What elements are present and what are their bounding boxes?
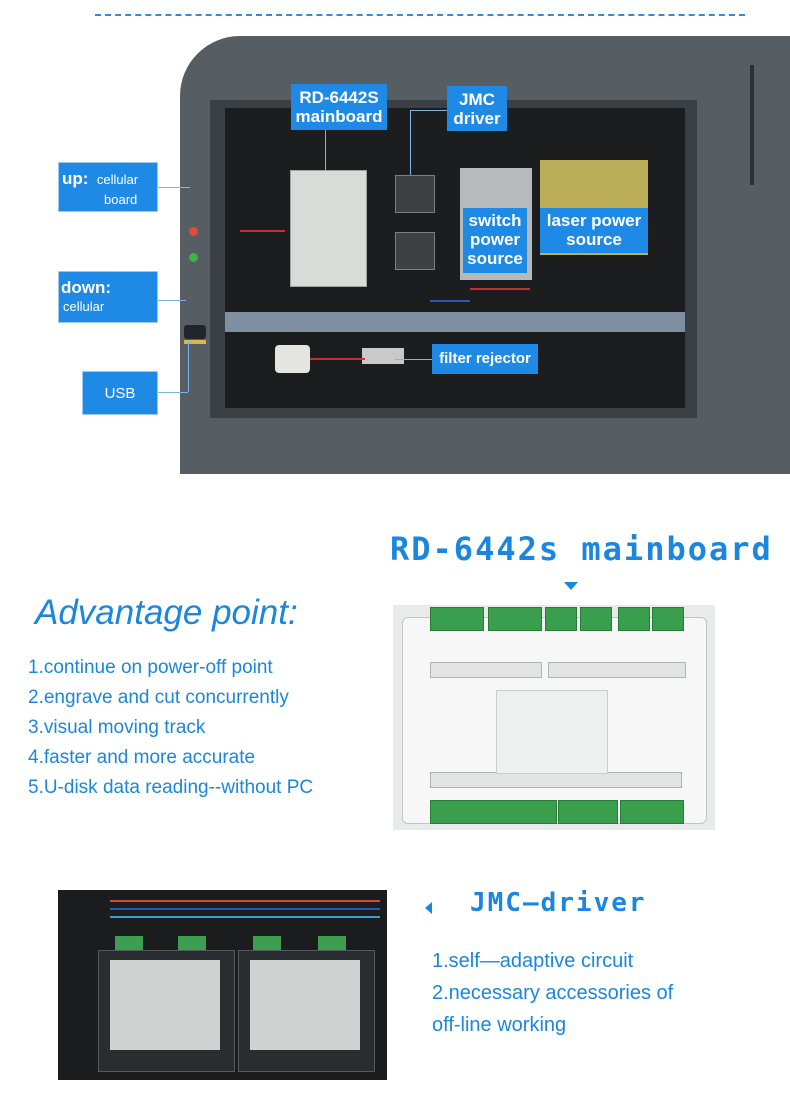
driver-feature-item: 2.necessary accessories of	[432, 982, 674, 1004]
advantage-item: 5.U-disk data reading--without PC	[28, 777, 314, 798]
terminal-connector	[618, 607, 650, 631]
terminal-block-picture	[362, 348, 404, 364]
label-rd-mainboard-line1: RD-6442S	[299, 88, 379, 107]
label-down-board: board	[113, 320, 147, 336]
label-switch-power-line2: power	[469, 230, 521, 250]
driver-feature-list: 1.self—adaptive circuit 2.necessary acce…	[432, 948, 673, 1044]
driver-label-plate	[250, 960, 360, 1050]
label-down-prefix: down:	[61, 278, 112, 297]
jmc-driver-picture-1	[395, 175, 435, 213]
terminal-connector	[620, 800, 684, 824]
leader-line	[188, 340, 189, 392]
wire	[240, 230, 285, 232]
mainboard-section-title: RD-6442s mainboard	[390, 530, 773, 568]
green-led-icon	[189, 253, 198, 262]
wire	[110, 900, 380, 902]
terminal-connector	[558, 800, 618, 824]
driver-connector	[253, 936, 281, 950]
driver-connector	[178, 936, 206, 950]
leader-line	[158, 187, 190, 188]
label-jmc-driver-line2: driver	[453, 109, 501, 129]
leader-line	[395, 359, 432, 360]
rd-mainboard-picture	[290, 170, 367, 287]
label-rd-mainboard-line2: mainboard	[295, 107, 383, 127]
advantage-item: 4.faster and more accurate	[28, 747, 256, 768]
driver-connector	[318, 936, 346, 950]
leader-line	[158, 392, 188, 393]
advantage-item: 3.visual moving track	[28, 717, 206, 738]
label-up-cellular-board: up: cellular board	[58, 162, 158, 212]
driver-label-plate	[110, 960, 220, 1050]
label-strip	[548, 662, 686, 678]
label-strip	[430, 662, 542, 678]
board-center-area	[496, 690, 608, 774]
advantage-item: 1.continue on power-off point	[28, 657, 273, 678]
label-up-board: board	[104, 191, 138, 207]
label-jmc-driver: JMC driver	[447, 86, 507, 131]
wire	[110, 916, 380, 918]
filter-rejector-picture	[275, 345, 310, 373]
driver-feature-item: off-line working	[432, 1014, 567, 1036]
terminal-connector	[545, 607, 577, 631]
label-switch-power: switch power source	[463, 208, 527, 273]
label-down-cellular-board: down: cellular board	[58, 271, 158, 335]
driver-connector	[115, 936, 143, 950]
wire	[430, 300, 470, 302]
leader-line	[325, 130, 326, 170]
terminal-connector	[580, 607, 612, 631]
leader-line	[410, 110, 447, 111]
terminal-connector	[430, 607, 484, 631]
usb-port-label-strip	[184, 340, 206, 344]
label-laser-power: laser power source	[540, 208, 648, 253]
top-dashed-divider	[95, 14, 745, 16]
label-switch-power-line1: switch	[468, 211, 522, 230]
label-laser-power-line2: source	[566, 230, 622, 250]
advantage-item: 2.engrave and cut concurrently	[28, 687, 289, 708]
leader-line	[158, 300, 186, 301]
label-strip	[430, 772, 682, 788]
cabinet-slot	[750, 65, 754, 185]
red-led-icon	[189, 227, 198, 236]
wire	[310, 358, 365, 360]
jmc-driver-picture-2	[395, 232, 435, 270]
driver-section-title: JMC—driver	[470, 888, 647, 918]
usb-port-icon	[184, 325, 206, 339]
terminal-connector	[488, 607, 542, 631]
label-jmc-driver-line1: JMC	[459, 90, 495, 109]
label-rd-mainboard: RD-6442S mainboard	[291, 84, 387, 130]
driver-feature-item: 1.self—adaptive circuit	[432, 950, 634, 972]
label-down-cellular: cellular	[63, 298, 105, 314]
triangle-down-icon	[564, 582, 578, 590]
label-usb: USB	[82, 371, 158, 415]
leader-line	[410, 110, 411, 175]
wire	[110, 908, 380, 910]
label-filter-rejector: filter rejector	[432, 344, 538, 374]
label-switch-power-line3: source	[467, 249, 523, 269]
wire	[470, 288, 530, 290]
label-up-cellular: cellular	[96, 172, 139, 187]
advantage-list: 1.continue on power-off point 2.engrave …	[28, 656, 313, 806]
advantage-title: Advantage point:	[35, 593, 298, 632]
terminal-connector	[430, 800, 557, 824]
triangle-left-icon	[425, 902, 432, 914]
din-rail	[225, 312, 685, 332]
label-up-prefix: up:	[62, 169, 89, 188]
terminal-connector	[652, 607, 684, 631]
label-laser-power-line1: laser power	[546, 211, 642, 230]
